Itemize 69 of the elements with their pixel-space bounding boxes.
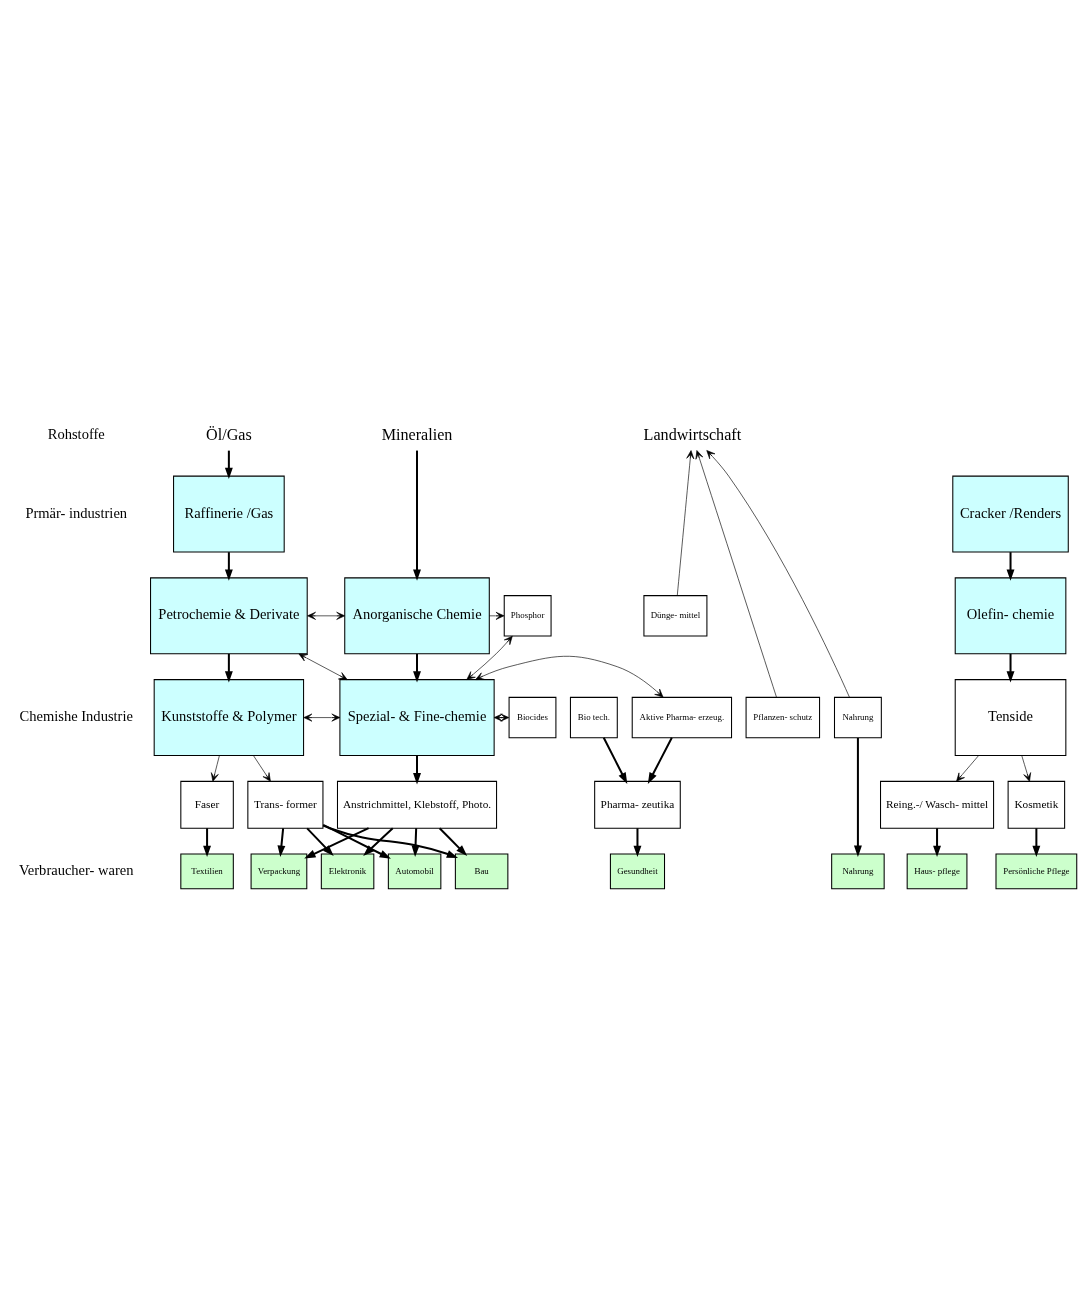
arrow xyxy=(695,449,777,697)
node-box: Nahrung xyxy=(833,696,882,738)
arrow xyxy=(466,635,513,680)
node-box: Trans- former xyxy=(247,780,324,829)
node-box: Anstrichmittel, Klebstoff, Photo. xyxy=(336,780,498,829)
arrow xyxy=(647,736,673,784)
node-box: Automobil xyxy=(387,853,442,889)
arrow xyxy=(224,551,233,581)
arrow xyxy=(224,653,233,682)
label: Rohstoffe xyxy=(47,425,105,442)
node-box: Bio tech. xyxy=(569,696,618,738)
arrow xyxy=(489,611,505,620)
node-box: Bau xyxy=(454,853,509,889)
arrow xyxy=(1006,551,1015,581)
arrow xyxy=(277,827,286,857)
arrow xyxy=(363,827,394,856)
arrow xyxy=(475,655,664,697)
node-box: Textilien xyxy=(180,853,234,889)
label: Chemishe Industrie xyxy=(19,707,133,724)
arrow xyxy=(411,827,420,857)
arrow xyxy=(253,754,271,782)
arrow xyxy=(298,653,348,680)
arrow xyxy=(853,737,862,857)
arrow xyxy=(303,713,341,722)
arrow xyxy=(438,827,468,856)
arrow xyxy=(413,450,421,581)
label: Verbraucher- waren xyxy=(18,861,134,878)
node-box: Spezial- & Fine-chemie xyxy=(339,678,495,756)
node-box: Anorganische Chemie xyxy=(344,576,490,654)
node-box: Petrochemie & Derivate xyxy=(150,576,308,654)
node-box: Aktive Pharma- erzeug. xyxy=(631,696,733,738)
node-box: Kunststoffe & Polymer xyxy=(153,678,305,756)
node-box: Elektronik xyxy=(320,853,375,889)
node-box: Gesundheit xyxy=(609,853,666,889)
node-text: Mineralien xyxy=(381,425,453,443)
node-box: Persönliche Pflege xyxy=(995,853,1078,889)
arrow xyxy=(956,754,979,782)
node-box: Reing.-/ Wasch- mittel xyxy=(880,780,995,829)
node-text: Öl/Gas xyxy=(206,425,252,443)
arrow xyxy=(307,611,346,620)
arrow xyxy=(676,449,695,596)
arrow xyxy=(203,827,212,857)
node-box: Kosmetik xyxy=(1007,780,1066,829)
node-box: Olefin- chemie xyxy=(954,576,1067,654)
node-box: Tenside xyxy=(954,678,1067,756)
node-box: Raffinerie /Gas xyxy=(173,475,285,553)
node-box: Haus- pflege xyxy=(906,853,968,889)
node-box: Dünge- mittel xyxy=(643,594,708,637)
node-box: Pflanzen- schutz xyxy=(745,696,821,738)
node-box: Nahrung xyxy=(831,853,885,889)
arrow xyxy=(602,736,628,784)
arrow xyxy=(413,653,421,683)
arrow xyxy=(224,450,233,479)
arrow xyxy=(1032,827,1041,857)
node-text: Landwirtschaft xyxy=(643,425,742,443)
node-box: Biocides xyxy=(508,696,557,738)
arrow xyxy=(1021,754,1031,782)
arrow xyxy=(633,827,642,857)
arrow xyxy=(706,449,850,697)
arrow xyxy=(211,754,220,782)
node-box: Phosphor xyxy=(503,594,552,637)
arrow xyxy=(413,755,421,784)
node-box: Faser xyxy=(180,780,234,829)
node-box: Cracker /Renders xyxy=(952,475,1069,553)
node-box: Pharma- zeutika xyxy=(594,780,681,829)
arrow xyxy=(933,827,941,857)
arrow xyxy=(1006,653,1015,683)
node-box: Verpackung xyxy=(250,853,308,889)
label: Prmär- industrien xyxy=(25,504,128,521)
